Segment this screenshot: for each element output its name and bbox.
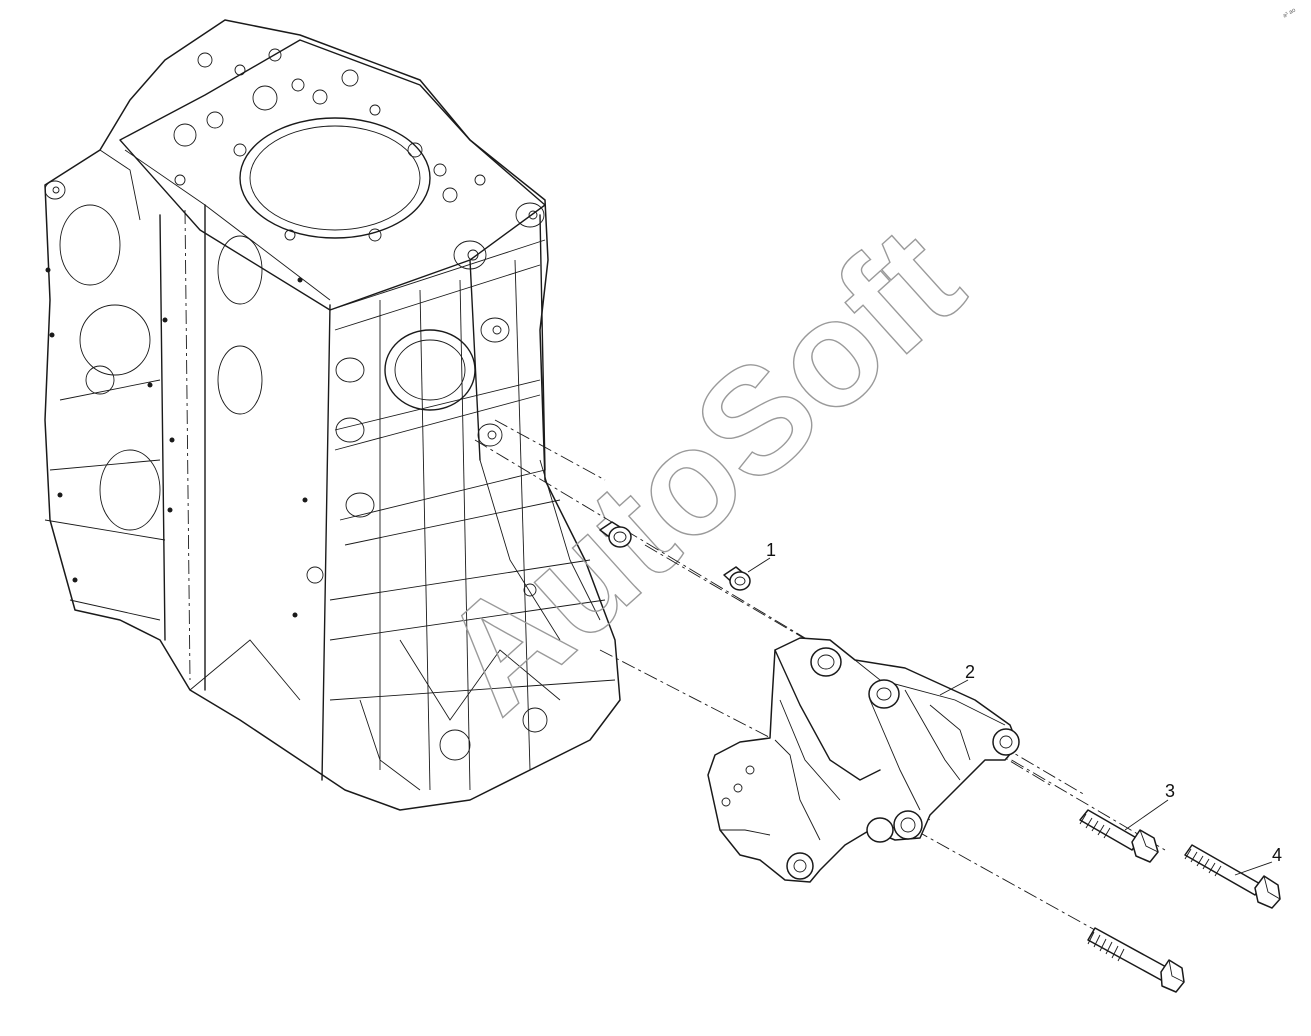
bolt-short xyxy=(1079,809,1159,863)
engine-block xyxy=(44,19,621,811)
callout-3-label: 3 xyxy=(1165,781,1175,801)
callout-2-label: 2 xyxy=(965,662,975,682)
bolt-long-lower xyxy=(1087,927,1185,993)
callout-1: 1 xyxy=(747,540,776,573)
corner-mark: a³ ao xyxy=(1282,7,1297,19)
mounting-bracket xyxy=(707,637,1020,883)
callout-1-label: 1 xyxy=(766,540,776,560)
callout-4: 4 xyxy=(1234,845,1282,876)
dowel-sleeve-upper xyxy=(599,521,632,548)
bolt-long-right xyxy=(1184,844,1281,909)
callout-3: 3 xyxy=(1124,781,1175,831)
callout-2: 2 xyxy=(939,662,975,696)
callout-4-label: 4 xyxy=(1272,845,1282,865)
dowel-sleeve-lower xyxy=(723,566,751,591)
